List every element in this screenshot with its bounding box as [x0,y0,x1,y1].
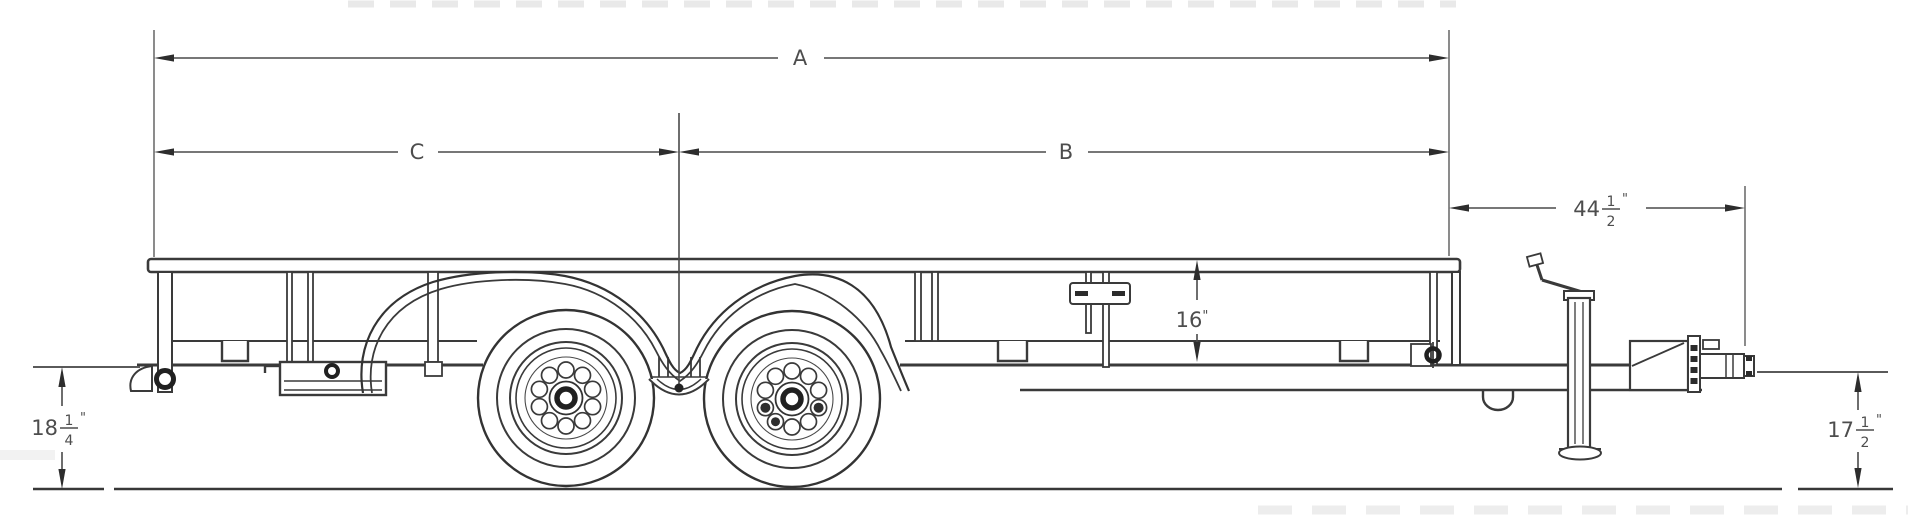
stake-pocket [996,341,1029,363]
fender-bracket-foot [424,361,443,377]
rack-post [1102,271,1110,368]
rear-height-whole: 18 [31,416,58,440]
tongue-jack [1525,252,1602,461]
rear-height-denominator: 4 [65,433,74,449]
coupler-height-unit: " [1876,413,1882,428]
coupler-tube [1699,353,1745,379]
tongue [1020,388,1702,412]
axle-centerline [674,113,684,393]
side-height-unit: " [1202,309,1208,324]
coupler-plate [1628,339,1690,392]
tongue-length-whole: 44 [1573,197,1600,221]
wheel-rear [478,310,654,486]
fender-outer-edge [360,270,911,394]
trailer-bed [129,257,1632,397]
bed-upright [286,271,293,366]
label-coupler-height: 17 1 2 " [1827,413,1882,451]
toolbox-bolt [324,363,340,379]
label-rear-deck-height: 18 1 4 " [31,411,86,449]
bed-upright [931,271,939,342]
bed-upright [914,271,922,342]
rear-wall-post [157,271,173,393]
coupler-assembly [1628,335,1755,393]
label-front-section-B: B [1059,140,1073,164]
label-tongue-length: 44 1 2 " [1573,192,1628,230]
front-corner-bracket [1410,342,1442,368]
stake-pocket [1338,341,1370,363]
dimension-labels: A C B 16" 44 1 2 " 18 1 4 " 17 1 2 " [31,46,1882,451]
tongue-length-unit: " [1622,192,1628,207]
coupler-height-numerator: 1 [1861,415,1870,431]
rack-channel-bracket [1069,282,1131,305]
extension-lines [33,30,1888,373]
equalizer-pivot [674,383,684,393]
side-height-value: 16 [1176,308,1203,332]
wheels [478,310,880,487]
deck-top-rail [146,257,1462,274]
bed-upright [307,271,314,366]
stake-pocket [220,341,250,363]
rear-light-ring [154,368,176,390]
tie-down-ring [1424,346,1442,364]
jack-crank-grip [1525,252,1545,268]
label-side-rail-height: 16" [1176,308,1209,332]
tandem-fenders [360,270,911,394]
coupler-height-whole: 17 [1827,418,1854,442]
wheel-front [704,311,880,487]
safety-chain-loop [1481,391,1515,412]
fender-inner-edge [369,278,902,394]
coupler-latch [1702,339,1720,350]
rear-height-unit: " [80,411,86,426]
front-wall-post [1451,271,1461,366]
jack-foot [1558,445,1602,461]
underframe-toolbox [263,360,388,397]
tongue-length-numerator: 1 [1607,194,1616,210]
label-overall-length-A: A [793,46,808,70]
label-rear-section-C: C [410,140,425,164]
coupler-height-denominator: 2 [1861,435,1870,451]
fender-front-bracket [427,271,439,363]
rear-height-numerator: 1 [65,413,74,429]
rear-corner-light [129,364,176,392]
dimension-arrowheads [58,54,1862,489]
dimension-lines [61,57,1859,469]
jack-leg [1566,296,1592,450]
tongue-length-denominator: 2 [1607,214,1616,230]
